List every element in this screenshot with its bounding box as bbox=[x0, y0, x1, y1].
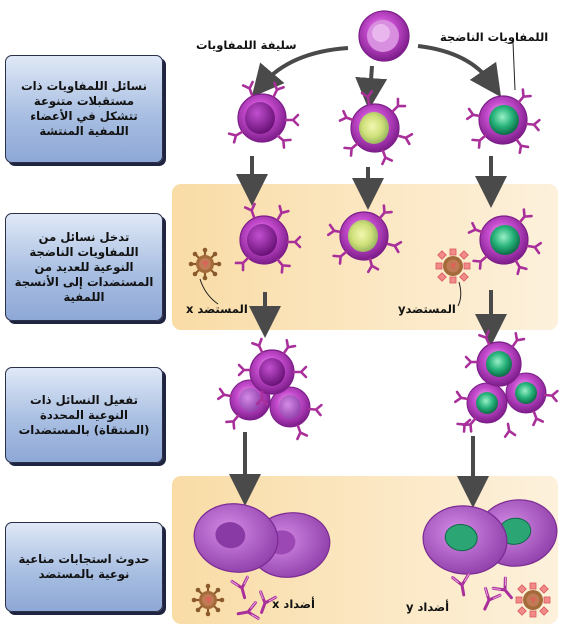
antigen-x-2 bbox=[190, 582, 226, 618]
arrow-to-yellow bbox=[355, 65, 388, 110]
step-box-4: حدوث استجابات مناعية نوعية بالمستضد bbox=[5, 522, 163, 612]
label-antibodies-y: أضداد y bbox=[406, 600, 450, 614]
step-box-2: تدخل نسائل من اللمفاويات الناضجة النوعية… bbox=[5, 213, 163, 321]
label-antigen-y: المستضدy bbox=[398, 302, 456, 316]
green-lymphocyte-1 bbox=[466, 88, 541, 154]
label-antigen-x: المستضد x bbox=[186, 302, 248, 316]
step-text-4: حدوث استجابات مناعية نوعية بالمستضد bbox=[18, 552, 150, 581]
step-text-1: نسائل اللمفاويات ذات مستقبلات متنوعة تتش… bbox=[21, 79, 147, 138]
step-box-1: نسائل اللمفاويات ذات مستقبلات متنوعة تتش… bbox=[5, 55, 163, 163]
progenitor-cell bbox=[358, 10, 410, 62]
antigen-y-2 bbox=[515, 582, 551, 618]
antigen-x-pointer bbox=[199, 278, 219, 305]
label-mature: اللمفاويات الناضجة bbox=[440, 30, 549, 44]
purple-clone-cluster bbox=[217, 337, 323, 441]
step-text-3: تفعيل النسائل ذات النوعية المحددة (المنت… bbox=[18, 392, 150, 437]
yellow-lymphocyte-1 bbox=[338, 90, 414, 166]
purple-lymphocyte-1 bbox=[227, 80, 300, 149]
arrow-to-purple bbox=[251, 46, 349, 98]
mature-pointer-line bbox=[512, 41, 516, 91]
label-antibodies-x: أضداد x bbox=[272, 597, 315, 611]
antigen-y-pointer bbox=[457, 281, 462, 307]
step-box-3: تفعيل النسائل ذات النوعية المحددة (المنت… bbox=[5, 367, 163, 463]
plasma-cells-y bbox=[422, 499, 558, 575]
step-text-2: تدخل نسائل من اللمفاويات الناضجة النوعية… bbox=[14, 229, 154, 304]
arrow-to-green bbox=[417, 44, 502, 98]
green-clone-cluster bbox=[454, 329, 559, 438]
label-progenitor: سليفة اللمفاويات bbox=[196, 38, 297, 52]
antigen-y-1 bbox=[435, 248, 471, 284]
plasma-cells-x bbox=[193, 503, 331, 578]
antigen-x-1 bbox=[187, 246, 223, 282]
